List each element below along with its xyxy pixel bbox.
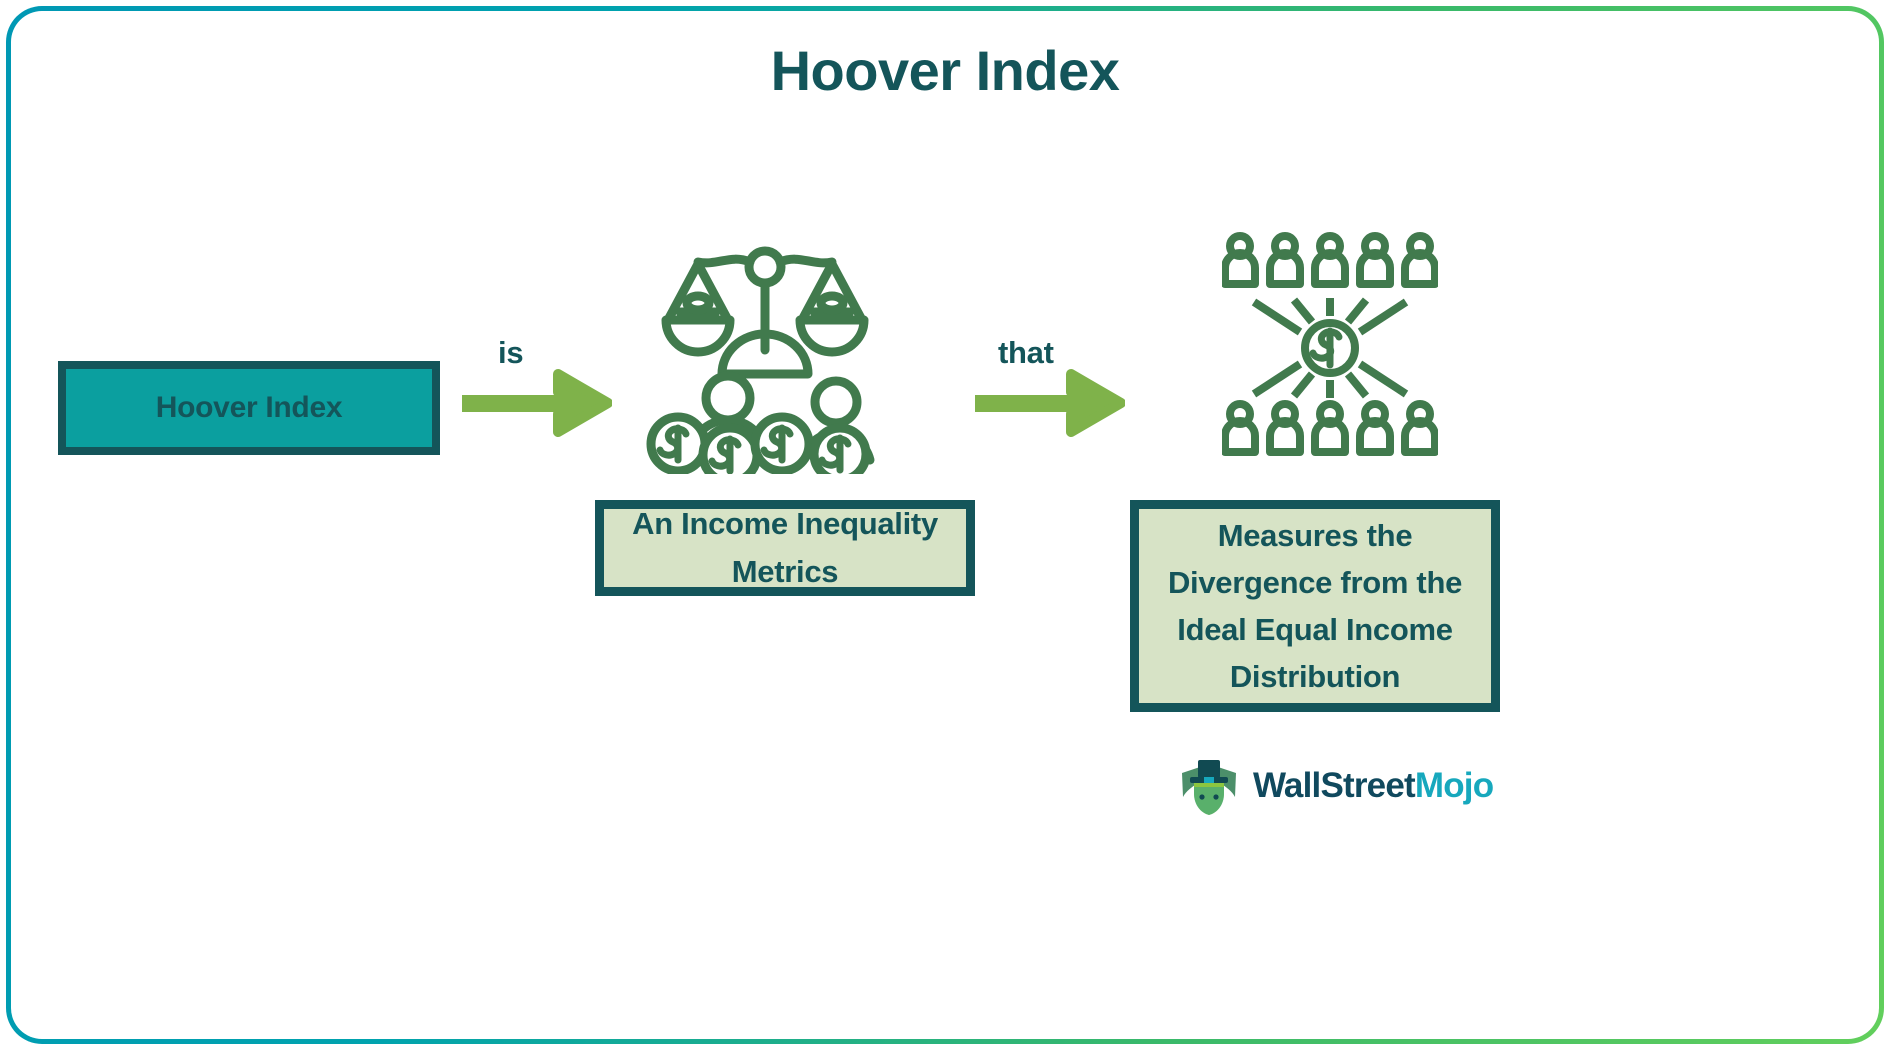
arrow-right-icon-1 bbox=[462, 369, 612, 437]
bull-mascot-with-top-hat-icon bbox=[1182, 760, 1236, 815]
node-1-caption-text: An Income Inequality Metrics bbox=[632, 505, 938, 589]
start-box-hoover-index: Hoover Index bbox=[58, 361, 440, 455]
start-box-label: Hoover Index bbox=[155, 391, 343, 424]
brand-wordmark: WallStreetMojo bbox=[1253, 766, 1494, 806]
people-around-dollar-coin-distribution-icon bbox=[1222, 232, 1438, 456]
node-2-caption-text: Measures the Divergence from the Ideal E… bbox=[1167, 517, 1463, 695]
brand-logo: WallStreetMojo bbox=[1178, 755, 1494, 817]
brand-name-part-1: WallStreet bbox=[1253, 766, 1416, 805]
connector-1-label: is bbox=[498, 335, 524, 370]
balance-scale-with-money-and-people-icon bbox=[646, 246, 875, 474]
node-1-caption-box: An Income Inequality Metrics bbox=[595, 500, 975, 596]
connector-2-label: that bbox=[998, 335, 1054, 370]
page-title: Hoover Index bbox=[770, 39, 1120, 102]
node-2-caption-box: Measures the Divergence from the Ideal E… bbox=[1130, 500, 1500, 712]
brand-name-part-2: Mojo bbox=[1414, 766, 1494, 805]
arrow-right-icon-2 bbox=[975, 369, 1125, 437]
